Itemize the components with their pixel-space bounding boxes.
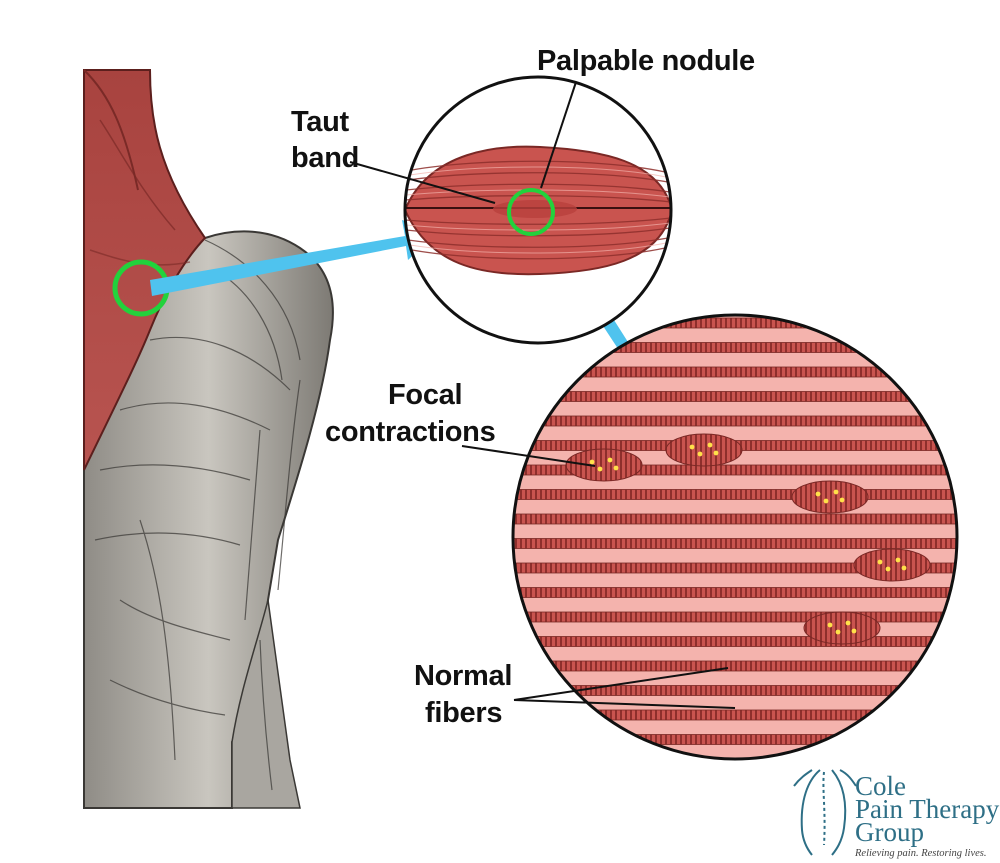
label-focal: Focal xyxy=(388,379,462,411)
spine-figure-icon xyxy=(793,769,857,856)
trigger-dot xyxy=(833,489,839,495)
label-band: band xyxy=(291,142,359,174)
fiber-strip xyxy=(513,685,957,696)
trigger-dot xyxy=(827,622,833,628)
contraction-knot xyxy=(803,611,881,645)
arrow-to-taut-band xyxy=(150,220,438,296)
fiber-strip xyxy=(513,587,957,598)
nodule-marker xyxy=(507,188,555,236)
label-palpable-nodule: Palpable nodule xyxy=(537,45,755,77)
fiber-strip xyxy=(513,342,957,353)
trigger-dot xyxy=(597,466,603,472)
fiber-strip xyxy=(513,317,957,329)
contraction-knot xyxy=(853,548,931,582)
trigger-dot xyxy=(713,450,719,456)
fibers-magnifier xyxy=(511,313,959,761)
fiber-strip xyxy=(513,464,957,476)
trigger-dot xyxy=(839,497,845,503)
contraction-knots xyxy=(565,433,931,645)
contraction-knot xyxy=(665,433,743,467)
trigger-dot xyxy=(851,628,857,634)
trigger-dot xyxy=(697,451,703,457)
contraction-knot xyxy=(565,448,643,482)
label-contractions: contractions xyxy=(325,416,495,448)
fiber-strip xyxy=(513,366,957,378)
shoulder-illustration xyxy=(83,69,334,809)
trigger-dot xyxy=(901,565,907,571)
logo-line-cole: Cole xyxy=(855,771,906,801)
fiber-strip xyxy=(513,709,957,721)
trigger-dot xyxy=(845,620,851,626)
fiber-strip xyxy=(513,562,957,574)
fiber-strip xyxy=(513,415,957,427)
fiber-strip xyxy=(513,734,957,745)
trigger-dot xyxy=(823,498,829,504)
trigger-dot xyxy=(589,459,595,465)
leader-lines xyxy=(349,81,736,709)
trigger-dot xyxy=(835,629,841,635)
logo-line-group: Group xyxy=(855,817,924,847)
trigger-dot xyxy=(689,444,695,450)
fiber-strip xyxy=(513,636,957,647)
trigger-dot xyxy=(885,566,891,572)
fiber-strip xyxy=(513,513,957,525)
fiber-strip xyxy=(513,660,957,672)
trigger-dot xyxy=(895,557,901,563)
trigger-dot xyxy=(707,442,713,448)
trigger-dot xyxy=(613,465,619,471)
forearm-shape xyxy=(231,599,301,809)
fiber-strip xyxy=(513,489,957,500)
taut-band-magnifier xyxy=(403,75,673,345)
trigger-dot xyxy=(877,559,883,565)
label-fibers: fibers xyxy=(425,697,502,729)
fiber-strip xyxy=(513,538,957,549)
labels: Palpable nodule Taut band Focal contract… xyxy=(291,45,755,729)
fiber-strip xyxy=(513,611,957,623)
fiber-strip xyxy=(513,391,957,402)
label-taut: Taut xyxy=(291,106,350,138)
logo-line-pain-therapy: Pain Therapy xyxy=(855,794,1000,824)
trigger-dot xyxy=(815,491,821,497)
contraction-knot xyxy=(791,480,869,514)
logo-tagline: Relieving pain. Restoring lives. xyxy=(854,848,987,859)
trigger-dot xyxy=(607,457,613,463)
cole-pain-therapy-logo: Cole Pain Therapy Group Relieving pain. … xyxy=(793,769,1000,859)
label-normal: Normal xyxy=(414,660,512,692)
